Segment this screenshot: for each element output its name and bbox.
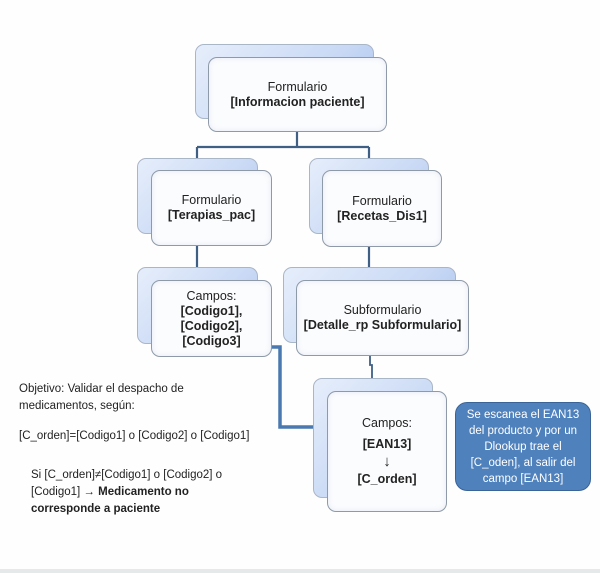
node-title: Formulario (181, 193, 242, 207)
node-title: Formulario (352, 193, 412, 208)
condition-note: [C_orden]=[Codigo1] o [Codigo2] o [Codig… (19, 430, 250, 442)
field-c-orden: [C_orden] (357, 472, 417, 486)
objective-note: Objetivo: Validar el despacho de medicam… (19, 383, 184, 412)
node-terapias-pac[interactable]: Formulario [Terapias_pac] (151, 170, 272, 246)
node-title: Campos: (361, 416, 413, 430)
node-recetas-dis1[interactable]: Formulario [Recetas_Dis1] (322, 170, 442, 247)
node-name: [Informacion paciente] (230, 94, 365, 109)
connector-root-to-children (195, 131, 371, 158)
field-ean13: [EAN13] (362, 437, 412, 451)
rule-result: Medicamento no corresponde a paciente (31, 486, 189, 515)
bottom-divider (0, 569, 600, 573)
node-detalle-rp[interactable]: Subformulario [Detalle_rp Subformulario] (296, 280, 469, 356)
rule-condition: Si [C_orden]≠[Codigo1] o [Codigo2] o [Co… (31, 469, 223, 498)
field-codigo1: [Codigo1], (180, 303, 243, 318)
node-title: Campos: (186, 288, 237, 303)
node-title: Subformulario (343, 303, 422, 317)
rule-note: Si [C_orden]≠[Codigo1] o [Codigo2] o [Co… (31, 467, 246, 518)
ean13-callout: Se escanea el EAN13 del producto y por u… (455, 402, 591, 491)
node-title: Formulario (267, 79, 328, 94)
node-name: [Recetas_Dis1] (337, 208, 427, 223)
node-campos-ean[interactable]: Campos: [EAN13] ↓ [C_orden] (327, 391, 447, 512)
node-name: [Terapias_pac] (167, 208, 256, 222)
node-name: [Detalle_rp Subformulario] (303, 318, 462, 332)
field-codigo2: [Codigo2], (180, 318, 243, 333)
down-arrow-icon: ↓ (383, 453, 391, 470)
node-campos-codigo[interactable]: Campos: [Codigo1], [Codigo2], [Codigo3] (151, 280, 272, 357)
callout-text: Se escanea el EAN13 del producto y por u… (466, 408, 580, 485)
connector-detalle-to-ean (369, 355, 373, 379)
field-codigo3: [Codigo3] (182, 333, 241, 348)
node-informacion-paciente[interactable]: Formulario [Informacion paciente] (208, 57, 387, 132)
